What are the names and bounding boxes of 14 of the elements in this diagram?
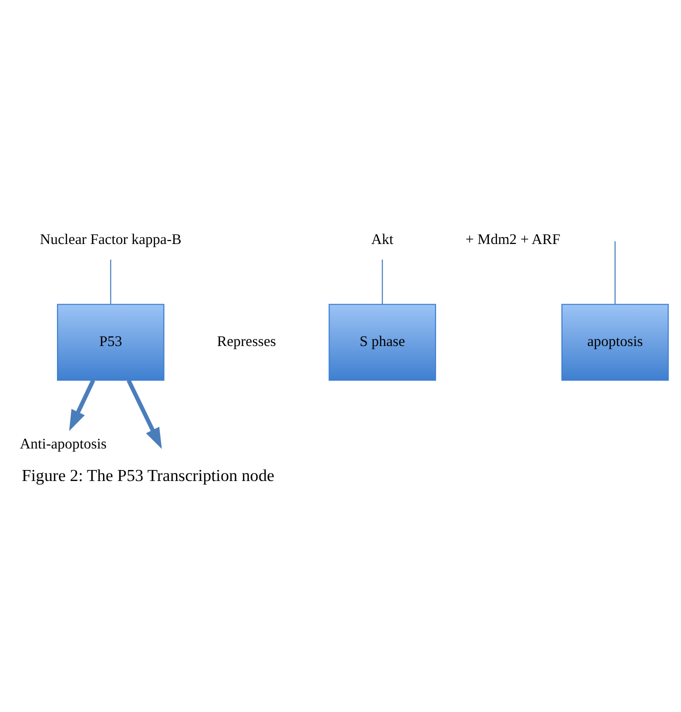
connector — [382, 260, 383, 304]
label: + Mdm2 + ARF — [466, 232, 560, 248]
node-text: Nuclear Factor kappa-B — [40, 232, 182, 248]
node-text: Akt — [371, 232, 394, 248]
connector — [110, 260, 112, 304]
caption: Figure 2: The P53 Transcription node — [22, 466, 274, 486]
node-box: apoptosis — [561, 304, 669, 381]
arrow — [126, 379, 162, 450]
node-text: Anti-apoptosis — [20, 436, 107, 452]
arrow — [69, 379, 96, 432]
node-box: P53 — [56, 304, 164, 381]
label: Represses — [217, 334, 276, 350]
node-box: S phase — [328, 304, 436, 381]
connector — [614, 241, 616, 304]
